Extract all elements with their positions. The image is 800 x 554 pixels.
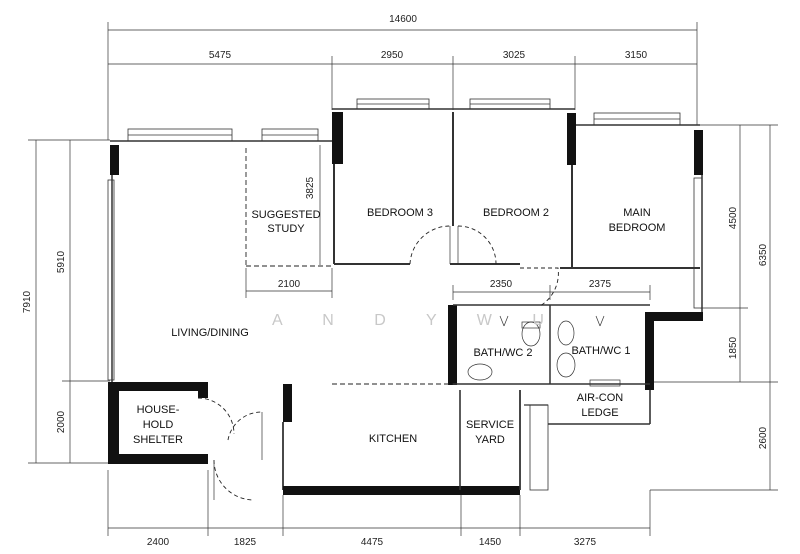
- dim-bottom-4: 1450: [479, 537, 502, 548]
- dim-top-1: 5475: [209, 50, 232, 61]
- dim-bottom-5: 3275: [574, 537, 597, 548]
- dim-bath2-width: 2350: [490, 279, 513, 290]
- dim-top-2: 2950: [381, 50, 404, 61]
- dim-right-outer: 6350: [758, 243, 769, 266]
- label-yard-1: SERVICE: [466, 419, 514, 431]
- wc-bath1: [556, 352, 576, 378]
- walls: [108, 108, 703, 495]
- label-study-1: SUGGESTED: [251, 209, 320, 221]
- label-main-2: BEDROOM: [609, 222, 666, 234]
- dim-right-upper: 4500: [728, 206, 739, 229]
- label-yard-2: YARD: [475, 434, 505, 446]
- label-kitchen: KITCHEN: [369, 433, 417, 445]
- label-bath1: BATH/WC 1: [571, 345, 630, 357]
- fixtures: [467, 320, 621, 387]
- dim-overall-width: 14600: [389, 14, 417, 25]
- dim-bath1-width: 2375: [589, 279, 612, 290]
- doors: [197, 225, 605, 501]
- dim-left-outer: 7910: [22, 290, 33, 313]
- dim-left-inner-top: 5910: [56, 250, 67, 273]
- basin-bath1: [557, 320, 575, 346]
- label-bedroom3: BEDROOM 3: [367, 207, 433, 219]
- label-aircon-1: AIR-CON: [577, 392, 624, 404]
- label-aircon-2: LEDGE: [581, 407, 618, 419]
- windows: [107, 98, 703, 381]
- label-bath2: BATH/WC 2: [473, 347, 532, 359]
- dim-bottom-2: 1825: [234, 537, 257, 548]
- dim-study-width: 2100: [278, 279, 301, 290]
- label-study-2: STUDY: [267, 223, 305, 235]
- dimension-lines: [28, 22, 778, 536]
- dim-top-3: 3025: [503, 50, 526, 61]
- basin-bath2: [467, 363, 493, 381]
- dim-top-4: 3150: [625, 50, 648, 61]
- label-living: LIVING/DINING: [171, 327, 249, 339]
- study-outline: [245, 148, 332, 267]
- dim-bottom-3: 4475: [361, 537, 384, 548]
- dim-bottom-1: 2400: [147, 537, 170, 548]
- dim-right-bottom: 2600: [758, 426, 769, 449]
- label-shelter-2: HOLD: [143, 419, 174, 431]
- dim-right-middle: 1850: [728, 336, 739, 359]
- watermark: A N D Y W U: [272, 312, 562, 329]
- dim-left-inner-bottom: 2000: [56, 410, 67, 433]
- label-bedroom2: BEDROOM 2: [483, 207, 549, 219]
- label-main-1: MAIN: [623, 207, 651, 219]
- label-shelter-3: SHELTER: [133, 434, 183, 446]
- label-shelter-1: HOUSE-: [137, 404, 180, 416]
- dim-study-height: 3825: [305, 176, 316, 199]
